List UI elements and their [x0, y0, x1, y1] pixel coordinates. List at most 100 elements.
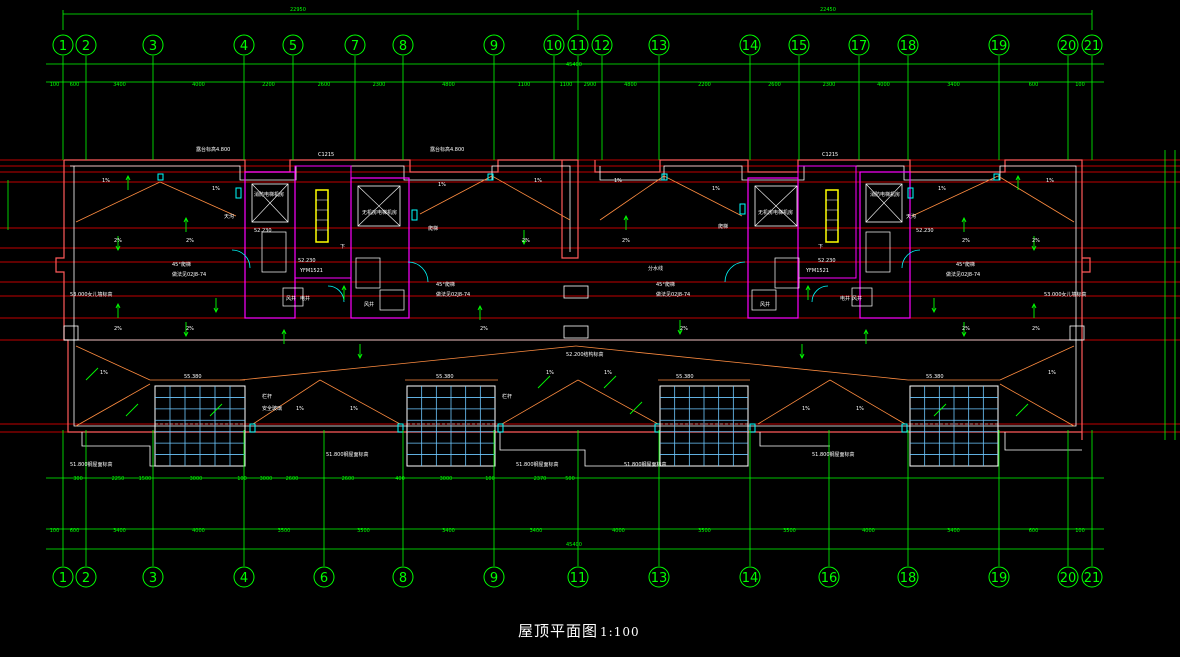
slope-arrow [209, 403, 223, 417]
axis-top-label: 21 [1084, 39, 1101, 54]
label-parapet-left: 53.000女儿墙标高 [70, 291, 113, 298]
label-low-5: 51.800钢屋面标高 [812, 451, 855, 458]
axis-top-bubble [543, 34, 565, 56]
axis-top-bubble [1057, 34, 1079, 56]
dim-top-label: 600 [70, 82, 80, 88]
dim-bottom-label: 3500 [698, 528, 711, 534]
label-ladder-right: 45°爬梯 [956, 261, 975, 268]
skylight [406, 385, 496, 467]
label-gutter-left: 天沟 [224, 213, 234, 220]
dim-bottom-label: 3400 [442, 528, 455, 534]
axis-bottom-bubble [648, 566, 670, 588]
slope-arrow-head [183, 331, 189, 338]
label-ladder-mid2: 45°爬梯 [656, 281, 675, 288]
dim-top-label: 4000 [877, 82, 890, 88]
slope-label: 1% [350, 406, 358, 412]
dim-top-label: 4800 [624, 82, 637, 88]
label-ladder-left-ref: 做法见02J8-74 [172, 271, 206, 278]
axis-top-bubble [344, 34, 366, 56]
dim-bottom-label: 3400 [530, 528, 543, 534]
dim-top-label: 2300 [823, 82, 836, 88]
axis-top-bubble [988, 34, 1010, 56]
slope-arrow-head [183, 216, 189, 223]
axis-bottom-label: 21 [1084, 571, 1101, 586]
dim-top-label: 3400 [947, 82, 960, 88]
slope-arrow-head [623, 214, 629, 221]
label-glass-left: 安全玻璃 [262, 405, 282, 412]
axis-top-bubble [52, 34, 74, 56]
axis-bottom-label: 8 [399, 571, 407, 586]
label-yfm-right: YFM1521 [805, 268, 829, 274]
slope-arrow [125, 403, 139, 417]
axis-top-bubble [142, 34, 164, 56]
slope-arrow-head [805, 284, 811, 291]
dim-under-label: 2600 [342, 476, 355, 482]
dim-top-label: 2900 [584, 82, 597, 88]
slope-arrow [933, 403, 947, 417]
label-elev-right2: 52.230 [818, 258, 836, 264]
slope-lines [75, 175, 1075, 427]
dim-under-label: 500 [565, 476, 575, 482]
slope-arrow-head [125, 174, 131, 181]
axis-bottom-bubble [567, 566, 589, 588]
label-door-top-right: C1215 [822, 152, 838, 158]
label-down-left: 下 [340, 244, 345, 250]
slope-arrow-head [341, 284, 347, 291]
slope-label: 1% [534, 178, 542, 184]
axis-top-bubble [591, 34, 613, 56]
axis-bottom-label: 13 [651, 571, 668, 586]
label-fire-elevator-left: 消防电梯机房 [254, 191, 284, 198]
slope-arrow-head [115, 302, 121, 309]
axis-top-label: 14 [742, 39, 759, 54]
axis-top-label: 10 [546, 39, 563, 54]
label-no-machine-left: 无机房电梯机房 [362, 209, 397, 216]
label-ladder-mid: 45°爬梯 [436, 281, 455, 288]
dim-under-label: 2250 [112, 476, 125, 482]
axis-top-label: 9 [490, 39, 498, 54]
label-elec-left: 电井 [300, 295, 310, 302]
label-elev-right: 52.230 [916, 228, 934, 234]
slope-label: 1% [712, 186, 720, 192]
slope-label: 1% [102, 178, 110, 184]
slope-label: 2% [962, 326, 970, 332]
axis-bottom-bubble [392, 566, 414, 588]
label-low-2: 51.800钢屋面标高 [326, 451, 369, 458]
axis-bottom-label: 14 [742, 571, 759, 586]
dim-top-label: 1100 [560, 82, 573, 88]
dim-bottom-label: 3400 [947, 528, 960, 534]
dim-top-label: 4800 [442, 82, 455, 88]
slope-arrow-head [863, 328, 869, 335]
axis-top-bubble [282, 34, 304, 56]
label-door-top-left: C1215 [318, 152, 334, 158]
label-ladder-mid-ref: 做法见02J8-74 [436, 291, 470, 298]
axis-bottom-bubble [313, 566, 335, 588]
dim-top-label: 2200 [262, 82, 275, 88]
slope-arrow [1015, 403, 1029, 417]
slope-arrow-head [477, 304, 483, 311]
skylight [154, 385, 246, 467]
slope-label: 1% [212, 186, 220, 192]
dim-top-label: 4000 [192, 82, 205, 88]
axis-bottom-bubble [483, 566, 505, 588]
dim-top-label: 1100 [518, 82, 531, 88]
axis-bottom-bubble [897, 566, 919, 588]
label-vent-left: 风井 [286, 295, 296, 302]
label-elev-left: 52.230 [254, 228, 272, 234]
slope-label: 1% [1048, 370, 1056, 376]
slope-arrow-head [961, 216, 967, 223]
axis-top-label: 19 [991, 39, 1008, 54]
slope-arrow-head [1031, 245, 1037, 252]
slope-arrow [537, 375, 551, 389]
dim-under-label: 100 [485, 476, 495, 482]
slope-arrow-head [1031, 302, 1037, 309]
axis-top-bubble [392, 34, 414, 56]
slope-label: 1% [856, 406, 864, 412]
label-elev-5580-4: 55.380 [926, 374, 944, 380]
label-vent-right2: 风井 [760, 301, 770, 308]
axis-bottom-label: 20 [1060, 571, 1077, 586]
axis-bottom-label: 16 [821, 571, 838, 586]
label-vent-left2: 风井 [364, 301, 374, 308]
